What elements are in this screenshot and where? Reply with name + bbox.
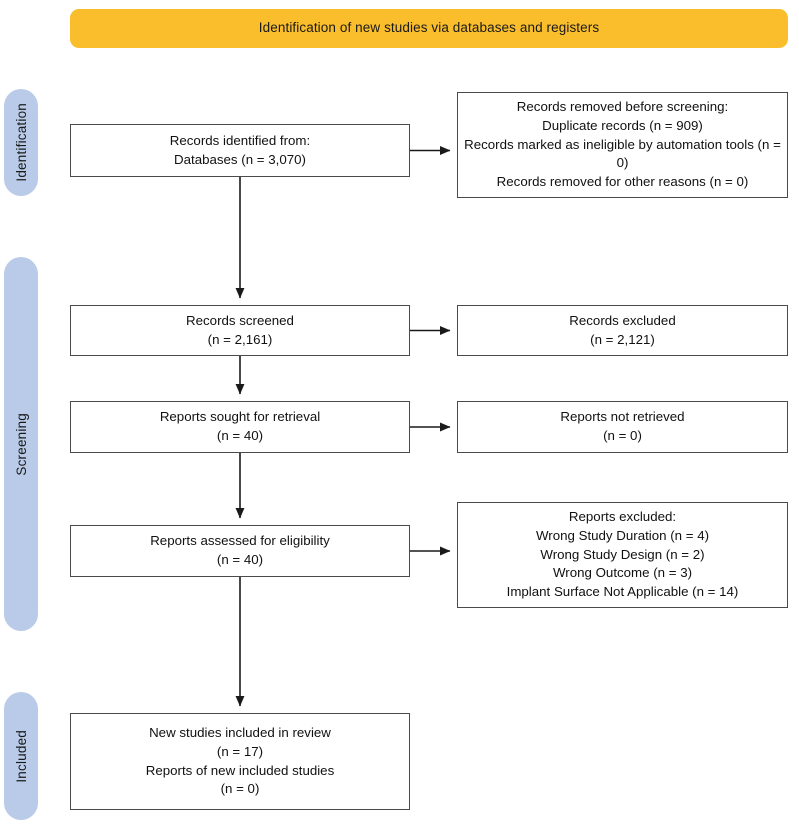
box-reports-not-retrieved: Reports not retrieved (n = 0) (457, 401, 788, 453)
box-new-studies-included-text: New studies included in review (n = 17) … (145, 724, 335, 797)
stage-label-screening: Screening (4, 257, 38, 631)
box-records-identified: Records identified from: Databases (n = … (70, 124, 410, 177)
stage-label-identification-text: Identification (13, 103, 29, 182)
box-reports-assessed: Reports assessed for eligibility (n = 40… (70, 525, 410, 577)
box-records-screened-text: Records screened (n = 2,161) (186, 312, 294, 347)
box-records-excluded-text: Records excluded (n = 2,121) (569, 312, 676, 347)
box-reports-not-retrieved-text: Reports not retrieved (n = 0) (560, 409, 685, 443)
box-new-studies-included: New studies included in review (n = 17) … (70, 713, 410, 810)
stage-label-included-text: Included (13, 729, 29, 783)
box-records-excluded: Records excluded (n = 2,121) (457, 305, 788, 356)
diagram-header-banner: Identification of new studies via databa… (70, 9, 788, 48)
box-reports-sought: Reports sought for retrieval (n = 40) (70, 401, 410, 453)
box-reports-excluded-text: Reports excluded: Wrong Study Duration (… (506, 508, 739, 600)
stage-label-included: Included (4, 692, 38, 820)
box-records-removed-text: Records removed before screening: Duplic… (464, 98, 781, 190)
stage-label-screening-text: Screening (13, 412, 29, 476)
box-reports-assessed-text: Reports assessed for eligibility (n = 40… (150, 533, 330, 567)
diagram-title: Identification of new studies via databa… (258, 20, 600, 36)
box-records-identified-text: Records identified from: Databases (n = … (169, 132, 311, 167)
box-records-screened: Records screened (n = 2,161) (70, 305, 410, 356)
stage-label-identification: Identification (4, 89, 38, 196)
box-reports-excluded: Reports excluded: Wrong Study Duration (… (457, 502, 788, 608)
box-reports-sought-text: Reports sought for retrieval (n = 40) (159, 409, 321, 443)
box-records-removed: Records removed before screening: Duplic… (457, 92, 788, 198)
